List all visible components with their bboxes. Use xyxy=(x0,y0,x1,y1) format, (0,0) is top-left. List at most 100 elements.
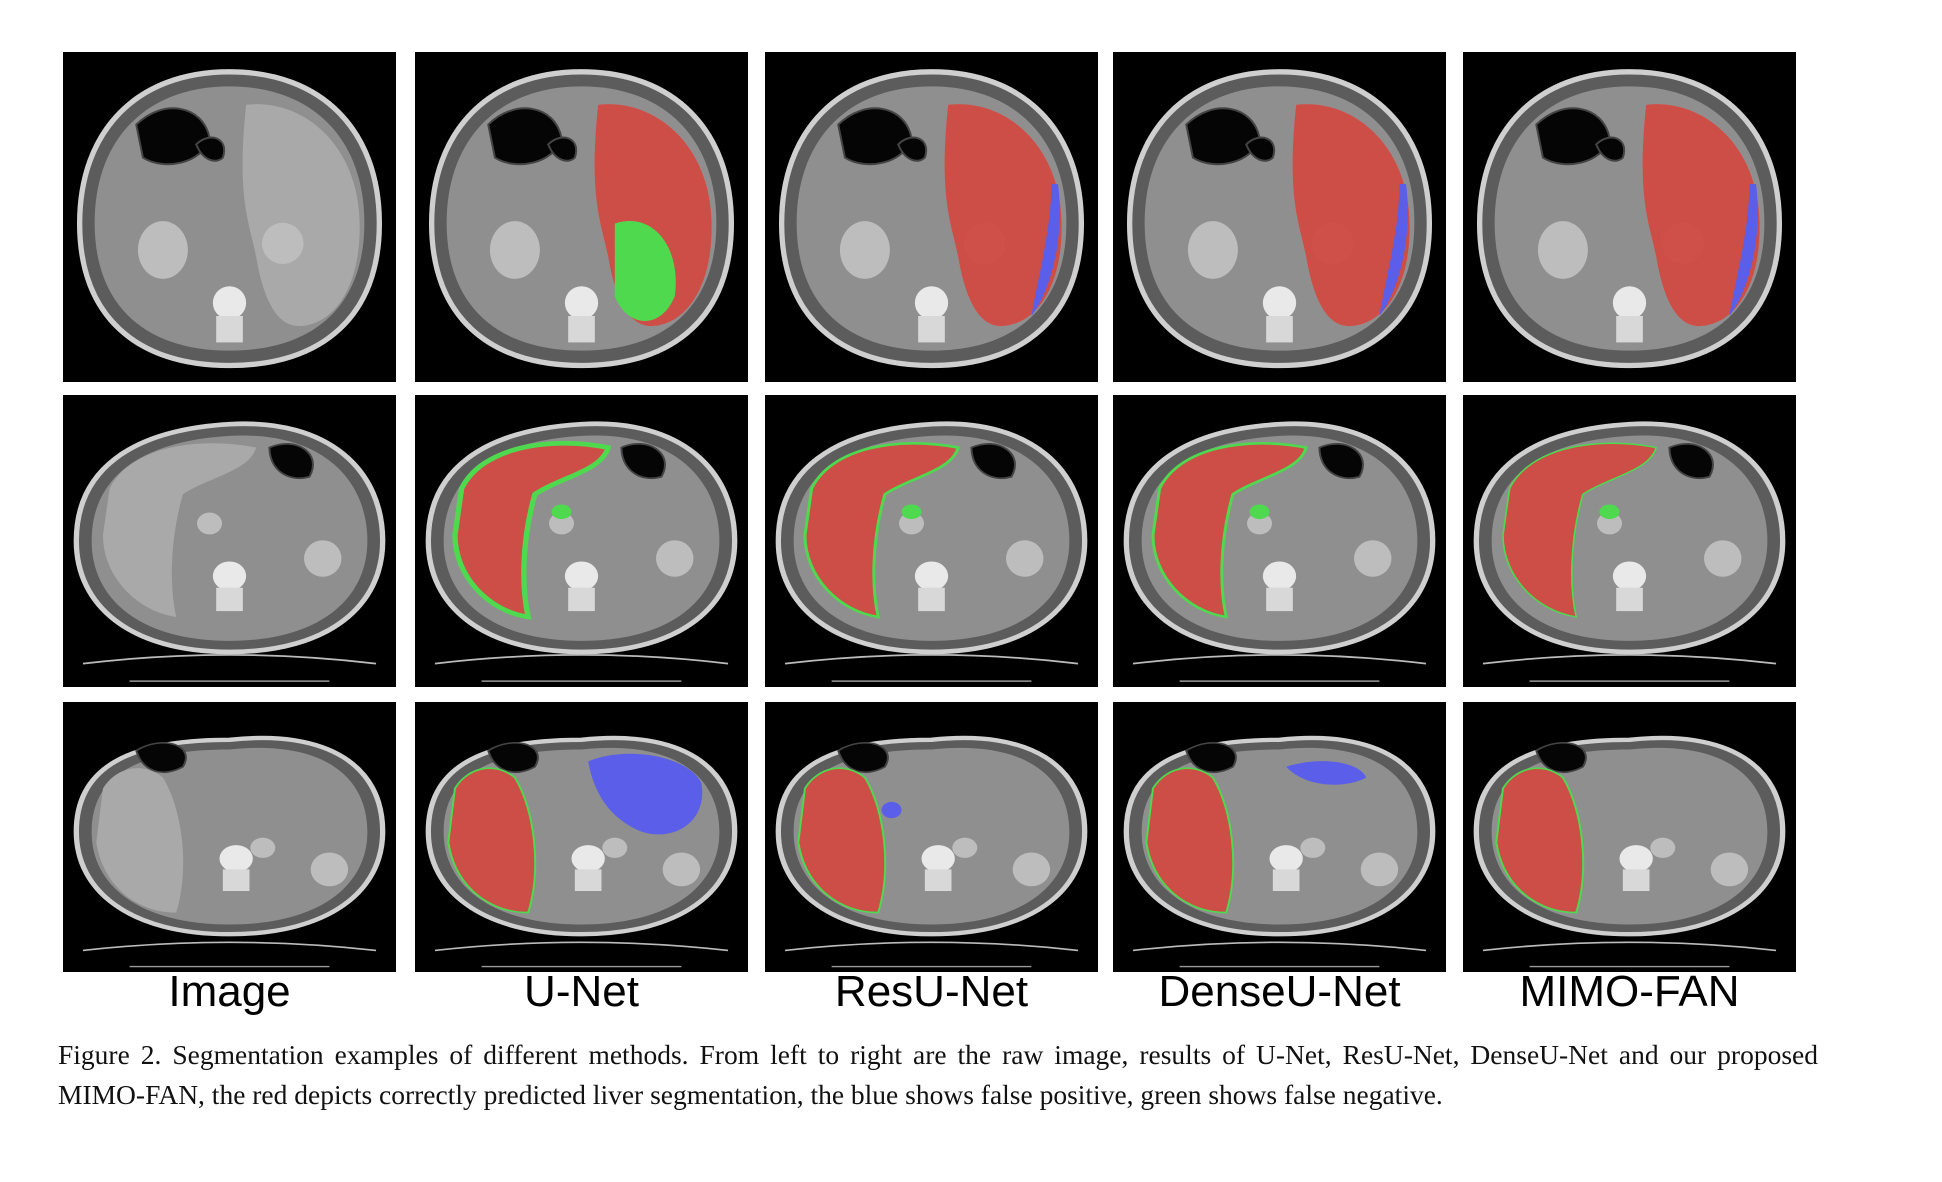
ct-slice-image xyxy=(428,69,735,369)
bowel-gas xyxy=(268,442,314,479)
segmentation-figure-grid xyxy=(63,52,1796,972)
true-positive-overlay xyxy=(1146,768,1234,913)
ct-table-line xyxy=(1132,654,1427,665)
vertebra-body xyxy=(574,869,602,891)
false-negative-overlay xyxy=(1249,504,1270,520)
bowel-gas xyxy=(1245,136,1276,162)
false-negative-overlay xyxy=(1599,504,1620,520)
bowel-gas xyxy=(487,742,539,774)
true-positive-overlay xyxy=(804,443,959,617)
vertebra xyxy=(914,286,949,320)
ct-panel-row2-none xyxy=(63,395,396,687)
vertebra xyxy=(571,845,605,873)
true-positive-overlay xyxy=(798,768,886,913)
vertebra xyxy=(921,845,955,873)
vertebra-body xyxy=(216,316,243,343)
liver-region xyxy=(242,104,360,327)
false-positive-overlay xyxy=(1031,184,1060,316)
ct-table-line xyxy=(1132,941,1427,952)
column-label-resunet: ResU-Net xyxy=(834,967,1029,1016)
true-positive-overlay xyxy=(944,104,1062,327)
bowel-gas xyxy=(1318,442,1364,479)
ct-panel-row2-mimofan xyxy=(1463,395,1796,687)
organ xyxy=(1006,540,1044,577)
organ xyxy=(1012,852,1051,887)
ct-slice-image xyxy=(76,69,383,369)
false-negative-overlay xyxy=(614,221,676,321)
false-positive-overlay xyxy=(1286,761,1367,785)
true-positive-overlay xyxy=(1502,443,1657,617)
vertebra-body xyxy=(1272,869,1300,891)
ct-panel-row1-unet xyxy=(415,52,748,382)
ct-slice-image xyxy=(775,735,1088,968)
bowel-gas xyxy=(897,136,928,162)
ct-slice-image xyxy=(778,69,1085,369)
false-positive-overlay xyxy=(1729,184,1758,316)
true-positive-overlay xyxy=(1496,768,1584,913)
ct-slice-image xyxy=(1126,69,1433,369)
organ xyxy=(662,852,701,887)
vertebra-body xyxy=(568,587,595,612)
ct-table-line xyxy=(784,654,1079,665)
organ xyxy=(250,837,276,858)
organ xyxy=(304,540,342,577)
ct-table-line xyxy=(1482,941,1777,952)
vertebra xyxy=(1269,845,1303,873)
organ xyxy=(310,852,349,887)
ct-table-line xyxy=(1482,654,1777,665)
ct-slice-image xyxy=(775,421,1088,682)
false-negative-overlay xyxy=(1151,441,1308,619)
organ xyxy=(656,540,694,577)
vertebra-body xyxy=(1616,587,1643,612)
column-label-mimofan: MIMO-FAN xyxy=(1519,967,1740,1016)
organ xyxy=(1704,540,1742,577)
false-positive-overlay xyxy=(588,753,703,835)
ct-table-line xyxy=(82,941,377,952)
false-negative-overlay xyxy=(447,767,537,914)
vertebra xyxy=(564,561,599,591)
ct-panel-row1-none xyxy=(63,52,396,382)
column-label-denseunet: DenseU-Net xyxy=(1158,967,1401,1016)
ct-slice-image xyxy=(73,421,386,682)
organ xyxy=(261,222,304,265)
false-negative-overlay xyxy=(1145,767,1235,914)
ct-panel-row3-denseunet xyxy=(1113,702,1446,972)
bowel-gas xyxy=(135,742,187,774)
liver-region xyxy=(96,768,184,913)
ct-panel-row3-unet xyxy=(415,702,748,972)
vertebra-body xyxy=(1616,316,1643,343)
liver-region xyxy=(102,443,257,617)
column-label-unet: U-Net xyxy=(524,967,639,1016)
bowel-gas xyxy=(970,442,1016,479)
organ xyxy=(1187,221,1238,279)
bowel-gas xyxy=(837,742,889,774)
organ xyxy=(1360,852,1399,887)
ct-slice-image xyxy=(1476,69,1783,369)
true-positive-overlay xyxy=(448,768,536,913)
bowel-gas xyxy=(547,136,578,162)
ct-panel-row1-mimofan xyxy=(1463,52,1796,382)
bowel-gas xyxy=(1595,136,1626,162)
true-positive-overlay xyxy=(1642,104,1760,327)
column-label-none: Image xyxy=(168,967,291,1016)
ct-panel-row3-resunet xyxy=(765,702,1098,972)
bowel-gas xyxy=(1185,742,1237,774)
vertebra xyxy=(1619,845,1653,873)
vertebra xyxy=(914,561,949,591)
organ xyxy=(1247,512,1273,535)
ct-panel-row2-denseunet xyxy=(1113,395,1446,687)
true-positive-overlay xyxy=(1292,104,1410,327)
organ xyxy=(839,221,890,279)
ct-table-line xyxy=(82,654,377,665)
false-negative-overlay xyxy=(803,441,960,619)
organ xyxy=(899,512,925,535)
false-negative-overlay xyxy=(551,504,572,520)
organ xyxy=(197,512,223,535)
figure-caption: Figure 2. Segmentation examples of diffe… xyxy=(58,1039,1818,1110)
true-positive-overlay xyxy=(1152,443,1307,617)
ct-table-line xyxy=(784,941,1079,952)
ct-panel-row2-unet xyxy=(415,395,748,687)
ct-panel-row1-denseunet xyxy=(1113,52,1446,382)
true-positive-overlay xyxy=(454,443,609,617)
ct-slice-image xyxy=(1123,421,1436,682)
